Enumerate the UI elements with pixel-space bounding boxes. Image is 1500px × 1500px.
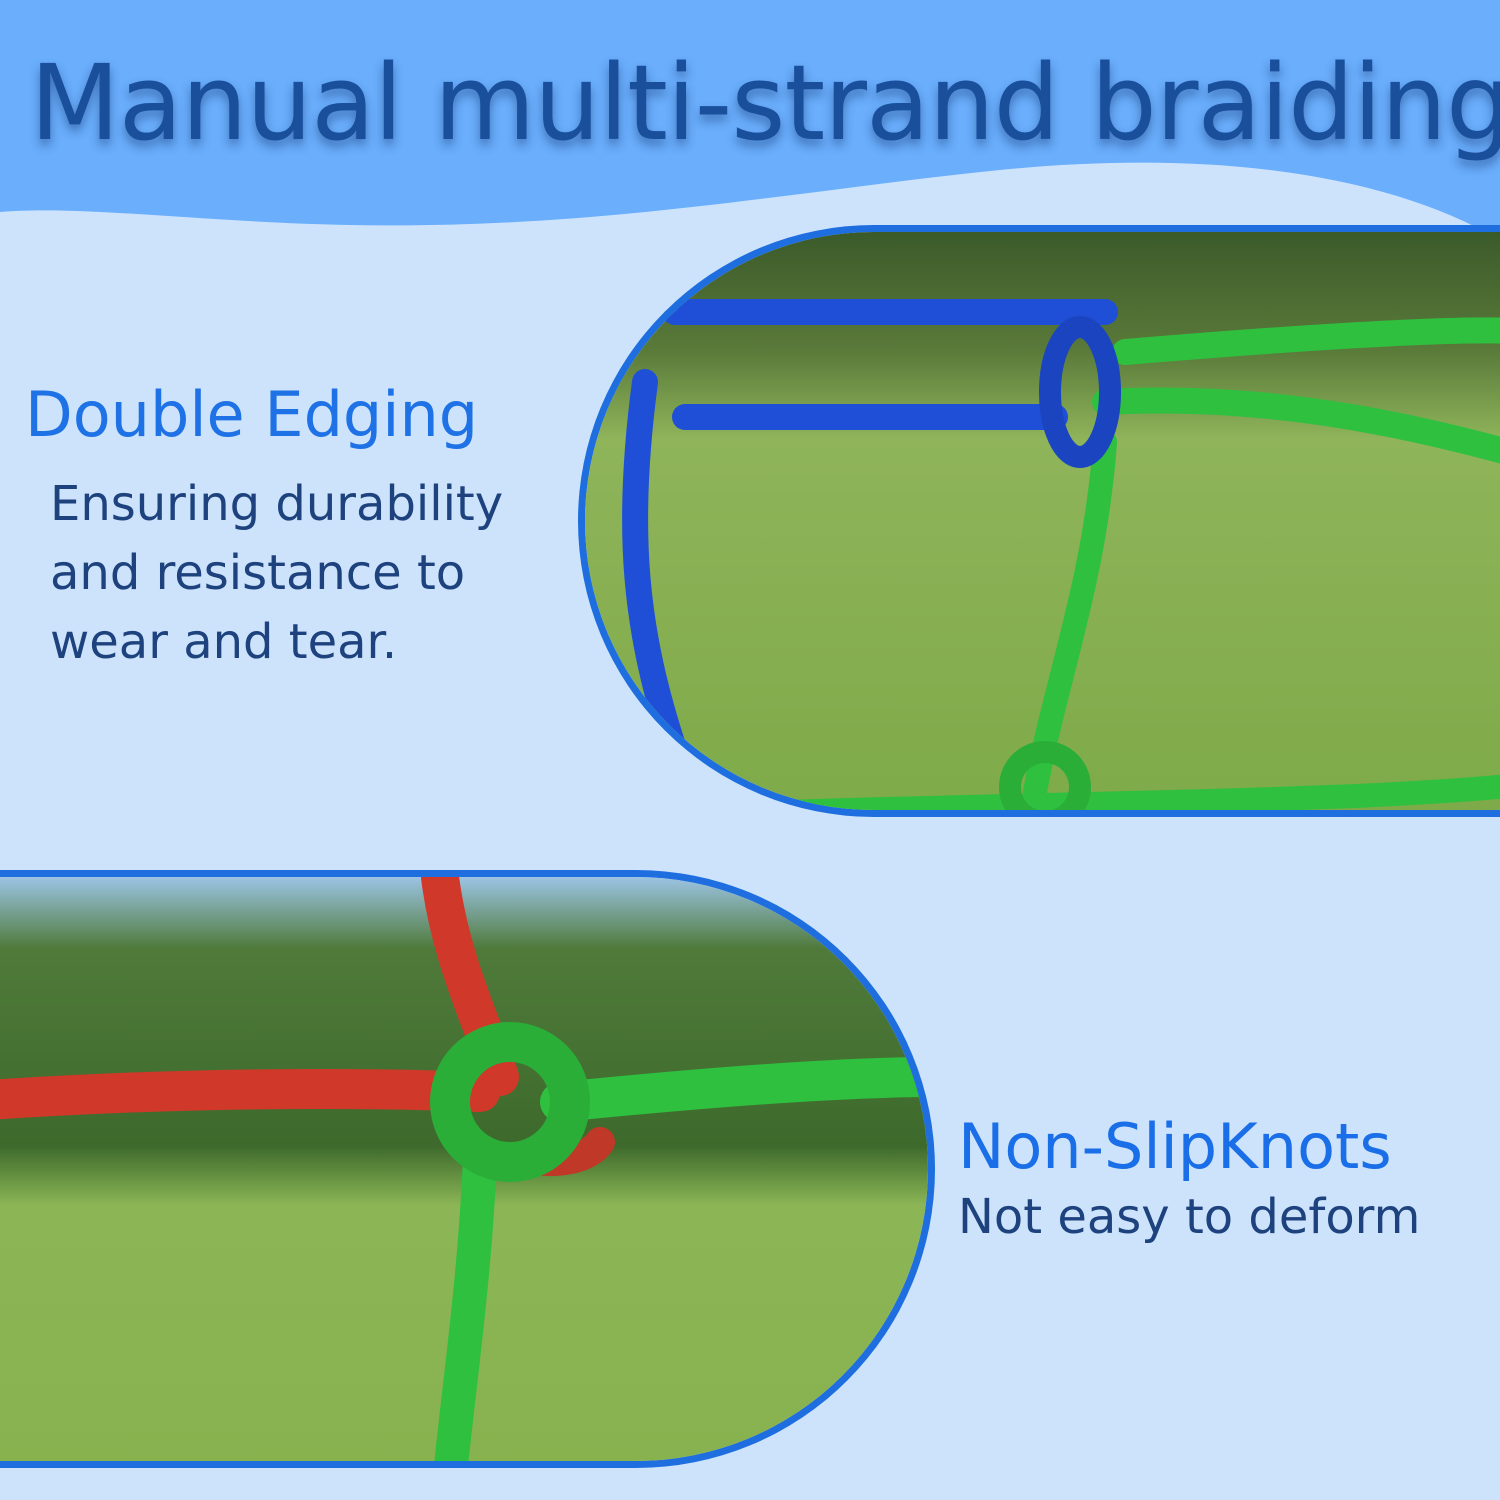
description-line: and resistance to (50, 545, 466, 601)
feature-description-non-slip-knots: Not easy to deform (958, 1183, 1420, 1252)
feature-description-double-edging: Ensuring durability and resistance to we… (50, 470, 503, 677)
page-title: Manual multi-strand braiding (30, 42, 1500, 164)
knot-image (0, 877, 928, 1461)
description-line: Not easy to deform (958, 1189, 1421, 1245)
rope-net-image (585, 232, 1500, 810)
non-slip-knots-photo (0, 870, 935, 1468)
header-wave-band (0, 0, 1500, 240)
double-edging-photo (578, 225, 1500, 817)
description-line: wear and tear. (50, 614, 398, 670)
feature-heading-non-slip-knots: Non-SlipKnots (958, 1110, 1392, 1183)
feature-heading-double-edging: Double Edging (25, 378, 479, 451)
description-line: Ensuring durability (50, 476, 504, 532)
